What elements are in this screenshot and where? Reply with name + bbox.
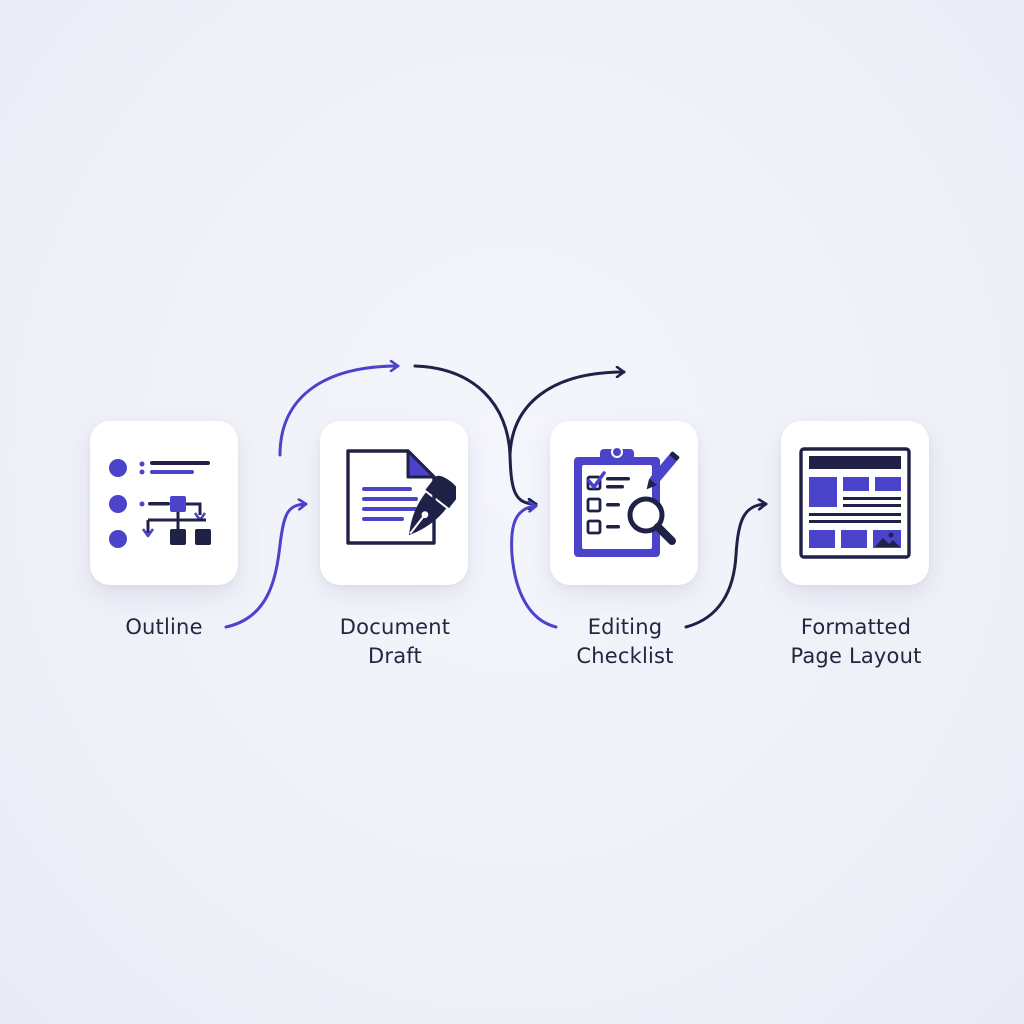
- step-label-editing-checklist: Editing Checklist: [525, 613, 725, 671]
- step-label-editing-checklist-line2: Checklist: [576, 644, 674, 668]
- outline-card[interactable]: [90, 421, 238, 585]
- page-layout-icon: [799, 447, 911, 559]
- step-label-outline-line1: Outline: [125, 615, 203, 639]
- clipboard-checklist-icon: [574, 446, 680, 557]
- page-layout-card[interactable]: [781, 421, 929, 585]
- arrow-outline-to-draft: [224, 504, 308, 629]
- step-label-document-draft-line2: Draft: [368, 644, 422, 668]
- arrow-checklist-to-layout: [684, 504, 768, 629]
- step-label-outline: Outline: [64, 613, 264, 642]
- step-label-page-layout-line2: Page Layout: [790, 644, 922, 668]
- step-label-editing-checklist-line1: Editing: [587, 615, 663, 639]
- document-pen-icon: [346, 449, 456, 545]
- step-label-page-layout-line1: Formatted: [800, 615, 912, 639]
- step-label-document-draft-line1: Document: [339, 615, 451, 639]
- step-label-page-layout: Formatted Page Layout: [756, 613, 956, 671]
- step-label-document-draft: Document Draft: [295, 613, 495, 671]
- document-draft-card[interactable]: [320, 421, 468, 585]
- outline-hierarchy-icon: [109, 459, 211, 548]
- editing-checklist-card[interactable]: [550, 421, 698, 585]
